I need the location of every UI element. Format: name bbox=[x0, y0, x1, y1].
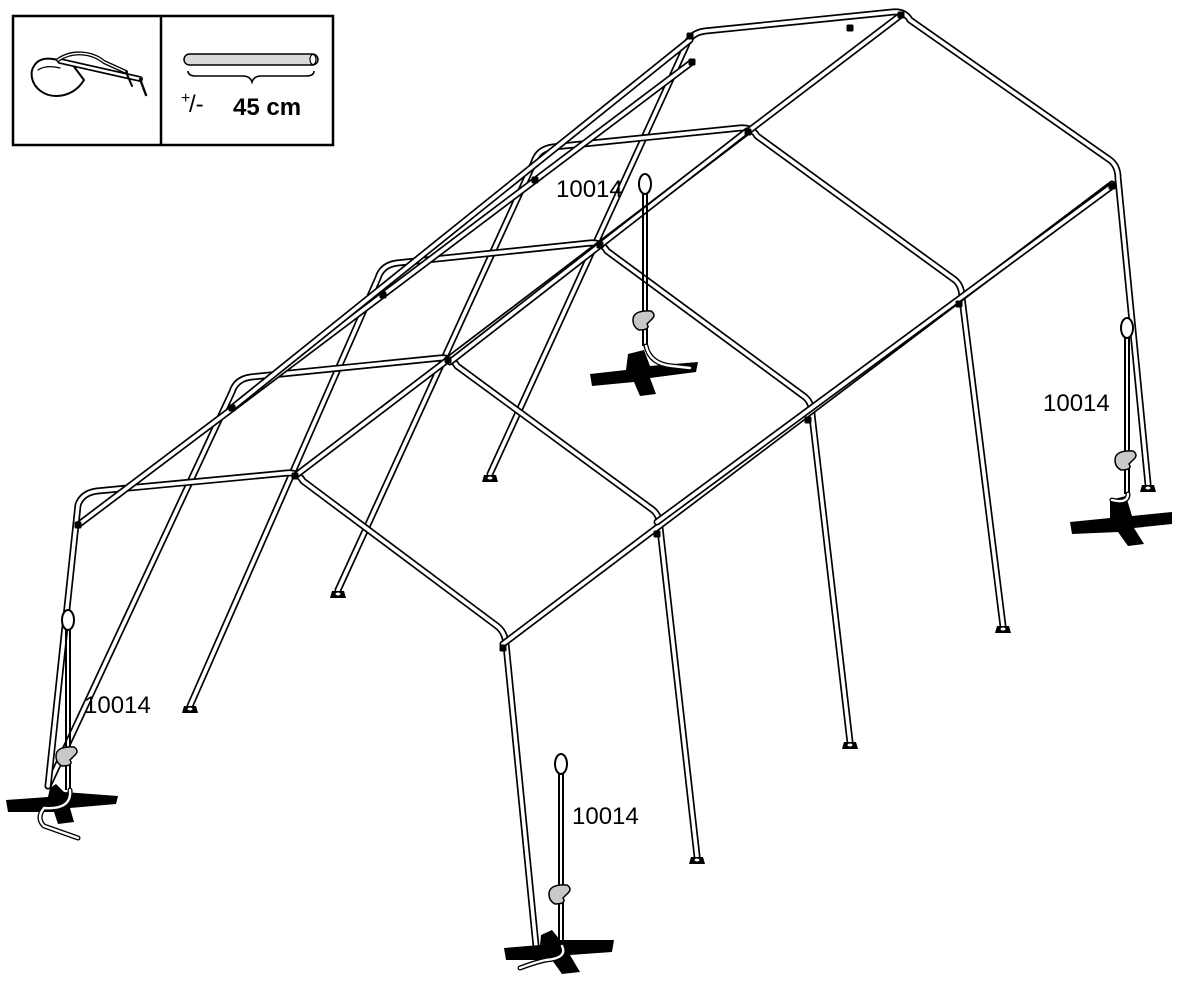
tube-joint bbox=[379, 291, 387, 299]
ground-anchor-auger bbox=[517, 753, 571, 971]
rafter-arch-outline bbox=[44, 354, 701, 860]
tube-joint bbox=[74, 521, 82, 529]
rafter-arch-fill bbox=[46, 356, 699, 858]
purlin-left-upper-fill bbox=[230, 38, 692, 410]
tube-joint bbox=[596, 241, 604, 249]
tube-joint bbox=[531, 176, 539, 184]
tube-joint bbox=[804, 416, 812, 424]
anchor-eye bbox=[1120, 317, 1134, 339]
tube-icon bbox=[183, 53, 319, 66]
anchor-auger-blade bbox=[548, 884, 571, 905]
rafter-arch-outline bbox=[186, 239, 854, 746]
rafter-arch bbox=[186, 239, 854, 746]
tube-length-icon bbox=[183, 53, 319, 85]
ground-anchors bbox=[37, 173, 1137, 971]
purlin-right-mid-fill bbox=[655, 184, 1114, 524]
base-plate-hole bbox=[487, 476, 493, 480]
ground-x-mark bbox=[590, 350, 698, 396]
anchor-eye bbox=[61, 609, 75, 631]
anchor-hook-fill bbox=[1110, 492, 1130, 503]
anchor-auger-blade bbox=[1114, 450, 1137, 471]
anchor-auger-blade bbox=[632, 310, 655, 331]
base-plate-hole bbox=[335, 592, 341, 596]
anchor-label: 10014 bbox=[84, 692, 151, 719]
anchor-label: 10014 bbox=[1043, 390, 1110, 417]
anchor-hook-fill bbox=[38, 788, 80, 840]
rafter-arch bbox=[44, 354, 701, 860]
tube-joint bbox=[955, 300, 963, 308]
tube-joint bbox=[499, 644, 507, 652]
ground-anchor-auger bbox=[1109, 317, 1137, 504]
anchor-eye bbox=[554, 753, 568, 775]
tube-joint bbox=[228, 404, 236, 412]
base-plate-hole bbox=[847, 743, 853, 747]
tube-joint bbox=[846, 24, 854, 32]
tube-bracket bbox=[187, 70, 315, 85]
tube-joint bbox=[653, 530, 661, 538]
tube-joint bbox=[688, 58, 696, 66]
tube-joint bbox=[1108, 182, 1116, 190]
rafter-arch-outline bbox=[334, 124, 1007, 630]
anchor-hook-fill bbox=[518, 944, 565, 970]
rafter-arch bbox=[334, 124, 1007, 630]
tent-frame bbox=[44, 8, 1156, 950]
safety-glasses-icon bbox=[30, 51, 148, 97]
tube-joint bbox=[744, 128, 752, 136]
ground-x-mark bbox=[1070, 496, 1172, 546]
purlin-right-mid bbox=[653, 182, 1116, 526]
tube-end bbox=[309, 53, 317, 66]
anchor-hook-fill bbox=[644, 344, 692, 370]
ground-anchor-auger bbox=[37, 609, 81, 841]
tube-joint bbox=[444, 356, 452, 364]
tube-joint bbox=[686, 32, 694, 40]
tube-length-plus: + bbox=[181, 90, 190, 107]
tube-length-value: 45 cm bbox=[233, 94, 301, 121]
rafter-arch-fill bbox=[188, 241, 852, 744]
tube-length-plusminus: /- bbox=[189, 91, 204, 118]
base-plate-hole bbox=[1000, 627, 1006, 631]
ground-anchor-auger bbox=[632, 173, 693, 371]
anchor-label: 10014 bbox=[572, 803, 639, 830]
legend-box: + /- 45 cm bbox=[11, 14, 335, 147]
anchor-auger-blade bbox=[55, 746, 78, 767]
ground-x-mark bbox=[504, 930, 614, 974]
base-plate-hole bbox=[187, 707, 193, 711]
base-plate-hole bbox=[1145, 486, 1151, 490]
base-plate-hole bbox=[694, 858, 700, 862]
purlin-left-upper bbox=[228, 36, 694, 412]
anchor-label: 10014 bbox=[556, 176, 623, 203]
anchor-eye bbox=[638, 173, 652, 195]
tube-joint bbox=[291, 472, 299, 480]
tube-joint bbox=[897, 11, 905, 19]
